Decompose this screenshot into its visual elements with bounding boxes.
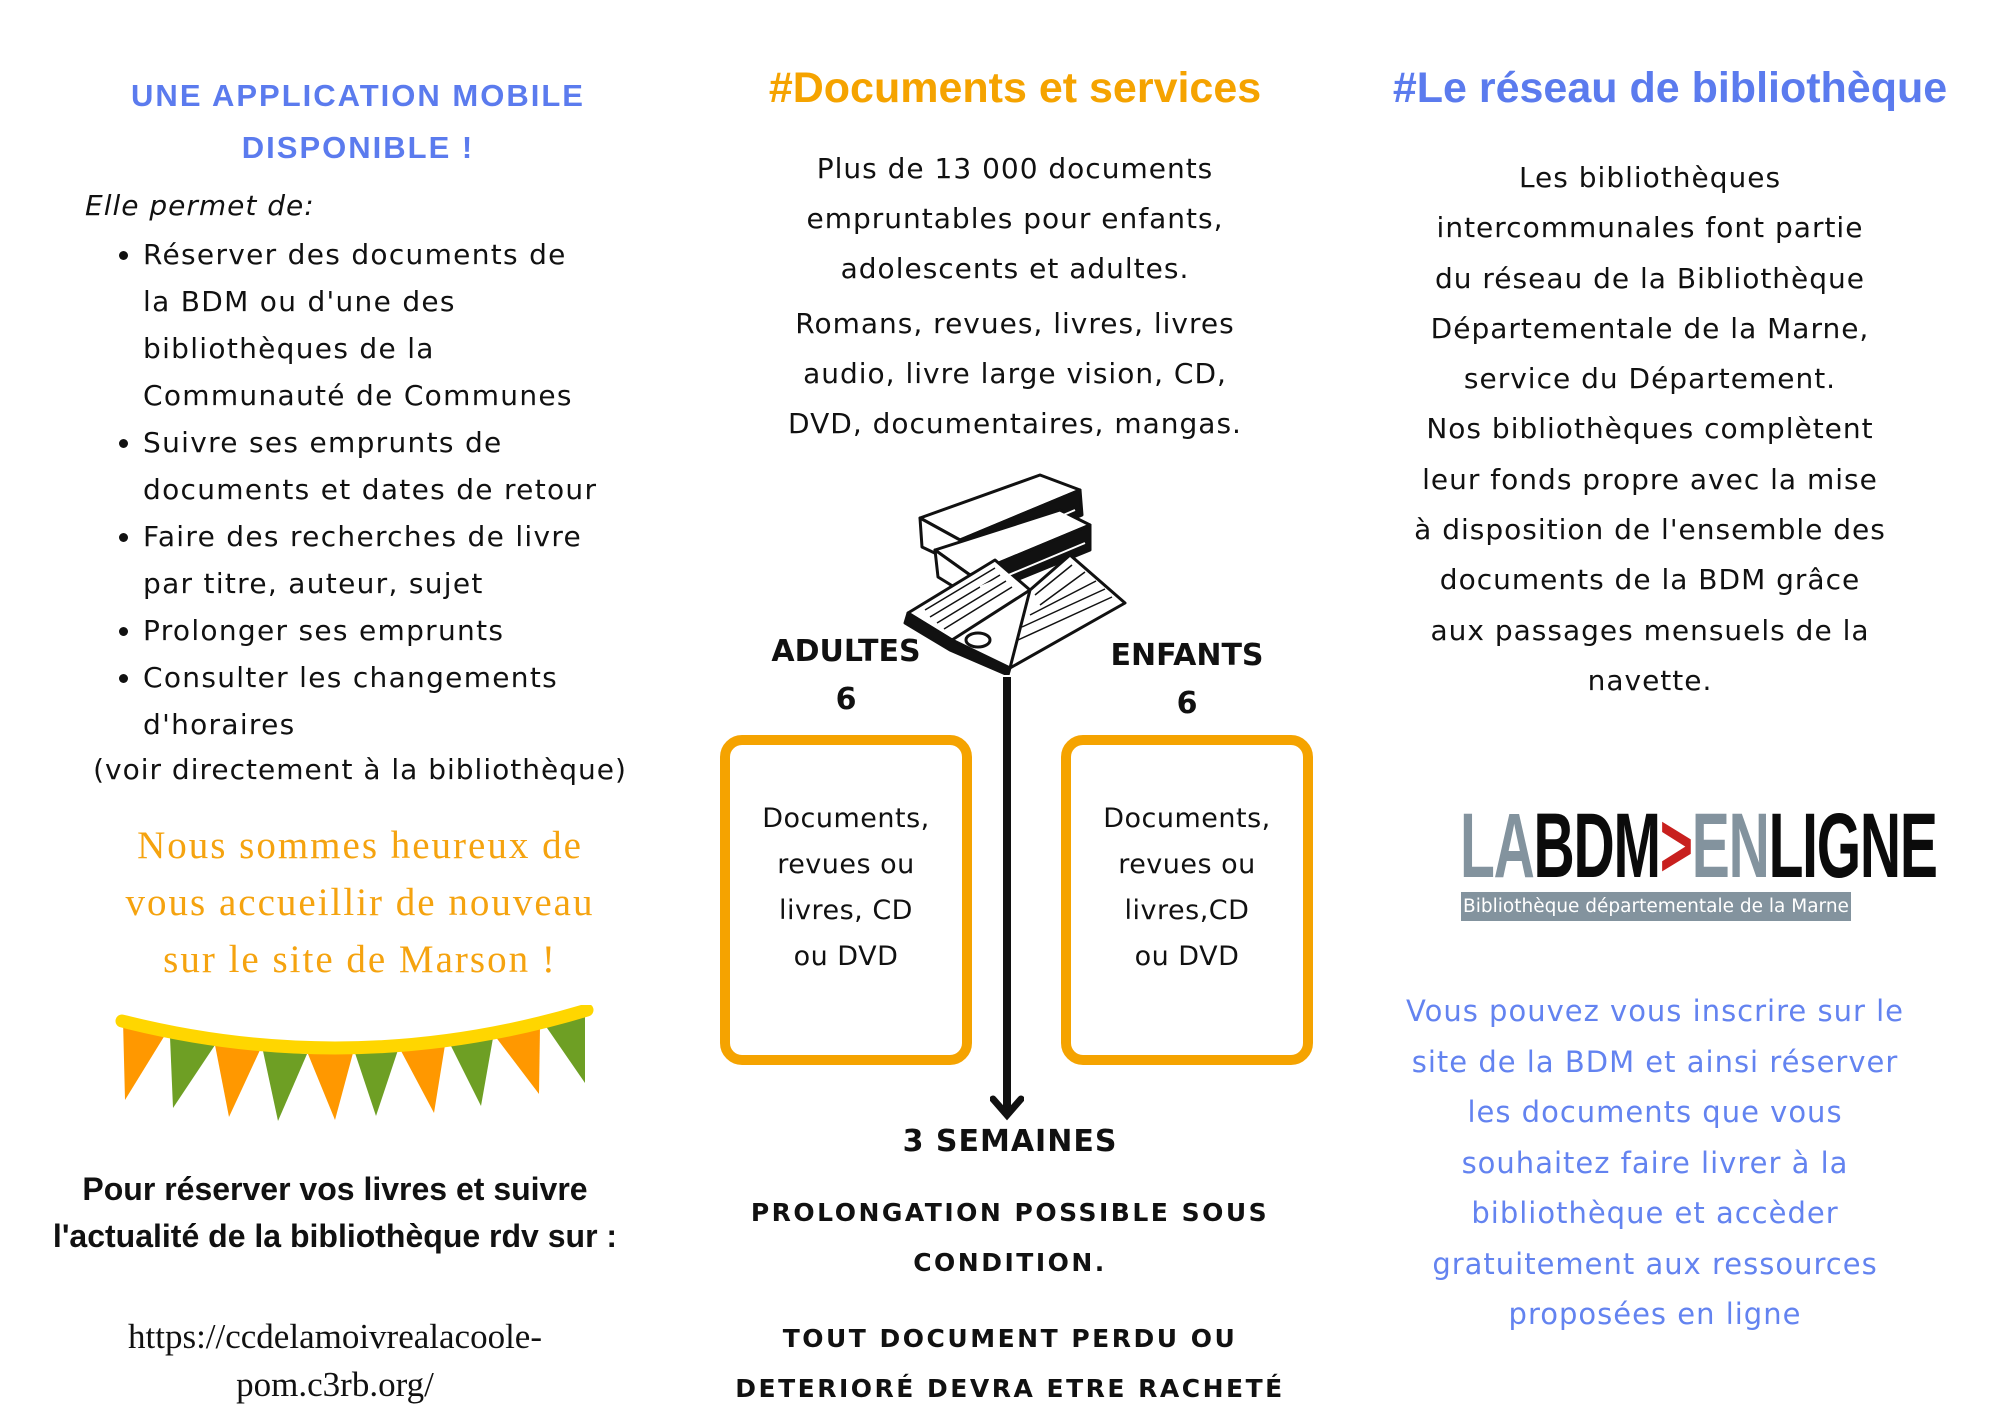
intro-text: Elle permet de: — [85, 189, 315, 222]
list-item: Consulter les changements d'horaires — [143, 654, 703, 748]
note-text: (voir directement à la bibliothèque) — [93, 753, 627, 786]
logo-arrow: > — [1659, 795, 1693, 897]
list-item: Réserver des documents de la BDM ou d'un… — [143, 231, 703, 419]
children-loan-count: 6 — [1176, 686, 1198, 721]
documents-heading: #Documents et services — [768, 64, 1262, 112]
bdm-en-ligne-logo[interactable]: LABDM>ENLIGNE Bibliothèque départemental… — [1460, 800, 1938, 921]
registration-text: Vous pouvez vous inscrire sur le site de… — [1406, 994, 1904, 1331]
arrow-down-icon — [990, 677, 1024, 1121]
library-website-link[interactable]: https://ccdelamoivrealacoole- pom.c3rb.o… — [128, 1317, 542, 1404]
list-item: Suivre ses emprunts de documents et date… — [143, 419, 703, 513]
list-item: Faire des recherches de livre par titre,… — [143, 513, 703, 607]
books-icon — [903, 473, 1127, 675]
logo-en: EN — [1691, 795, 1770, 897]
logo-bdm: BDM — [1533, 795, 1661, 897]
documents-count-text: Plus de 13 000 documents empruntables po… — [806, 152, 1224, 285]
children-label: ENFANTS — [1110, 638, 1264, 673]
documents-types-text: Romans, revues, livres, livres audio, li… — [788, 307, 1242, 440]
list-item: Prolonger ses emprunts — [143, 607, 703, 654]
lost-document-note: TOUT DOCUMENT PERDU OU DETERIORÉ DEVRA E… — [735, 1324, 1285, 1403]
logo-la: LA — [1460, 795, 1535, 897]
children-box-text: Documents, revues ou livres,CD ou DVD — [1103, 803, 1271, 972]
app-title: UNE APPLICATION MOBILE DISPONIBLE ! — [131, 78, 585, 165]
extension-note: PROLONGATION POSSIBLE SOUS CONDITION. — [750, 1198, 1270, 1277]
feature-list: Réserver des documents de la BDM ou d'un… — [100, 231, 703, 748]
loan-duration: 3 SEMAINES — [902, 1124, 1118, 1159]
bunting-icon — [115, 1005, 594, 1121]
adults-label: ADULTES — [771, 634, 921, 669]
children-box: Documents, revues ou livres,CD ou DVD — [1061, 735, 1313, 1065]
network-text: Les bibliothèques intercommunales font p… — [1414, 161, 1886, 697]
reserve-instructions: Pour réserver vos livres et suivre l'act… — [52, 1171, 618, 1254]
network-heading: #Le réseau de bibliothèque — [1392, 64, 1948, 112]
adults-box-text: Documents, revues ou livres, CD ou DVD — [762, 803, 930, 972]
logo-ligne: LIGNE — [1768, 795, 1938, 897]
adults-box: Documents, revues ou livres, CD ou DVD — [720, 735, 972, 1065]
adults-loan-count: 6 — [835, 682, 857, 717]
logo-subtitle: Bibliothèque départementale de la Marne — [1461, 892, 1851, 921]
welcome-text: Nous sommes heureux de vous accueillir d… — [125, 824, 595, 981]
